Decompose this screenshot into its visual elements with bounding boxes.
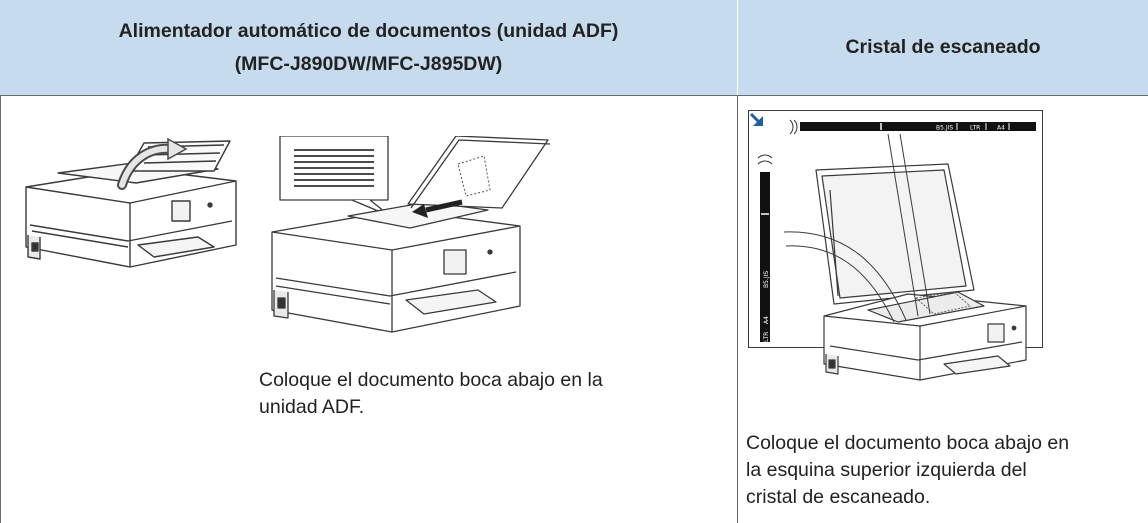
printer-open-adf-illustration: [25, 137, 237, 268]
glass-caption-line-2: la esquina superior izquierda del: [746, 459, 1027, 481]
ruler-top-ltr: LTR: [970, 125, 980, 132]
glass-caption: Coloque el documento boca abajo en la es…: [746, 430, 1069, 511]
adf-caption: Coloque el documento boca abajo en la un…: [259, 367, 603, 421]
header-glass-title: Cristal de escaneado: [845, 36, 1041, 58]
ruler-top-a4: A4: [997, 125, 1005, 132]
header-divider: [0, 95, 1148, 96]
glass-caption-line-1: Coloque el documento boca abajo en: [746, 432, 1070, 454]
adf-caption-line-2: unidad ADF.: [259, 396, 365, 418]
glass-caption-line-3: cristal de escaneado.: [746, 486, 931, 508]
corner-arrow-icon: [749, 112, 763, 126]
scanner-glass-illustration: B5.JIS LTR A4 B5.JIS A4 LTR: [748, 110, 1043, 381]
ruler-side-ltr: LTR: [763, 332, 770, 342]
adf-caption-line-1: Coloque el documento boca abajo en la: [259, 369, 603, 391]
column-divider: [737, 95, 738, 523]
printer-adf-feed-illustration: [271, 136, 550, 333]
ruler-top-b5: B5.JIS: [936, 125, 953, 132]
header-adf-title: Alimentador automático de documentos (un…: [118, 19, 619, 42]
ruler-side-b5: B5.JIS: [763, 271, 770, 288]
header-scanner-glass: Cristal de escaneado: [738, 0, 1148, 95]
ruler-side-a4: A4: [763, 316, 770, 324]
header-adf-models: (MFC-J890DW/MFC-J895DW): [234, 52, 503, 75]
table-left-border: [0, 95, 1, 523]
header-adf: Alimentador automático de documentos (un…: [0, 0, 737, 95]
